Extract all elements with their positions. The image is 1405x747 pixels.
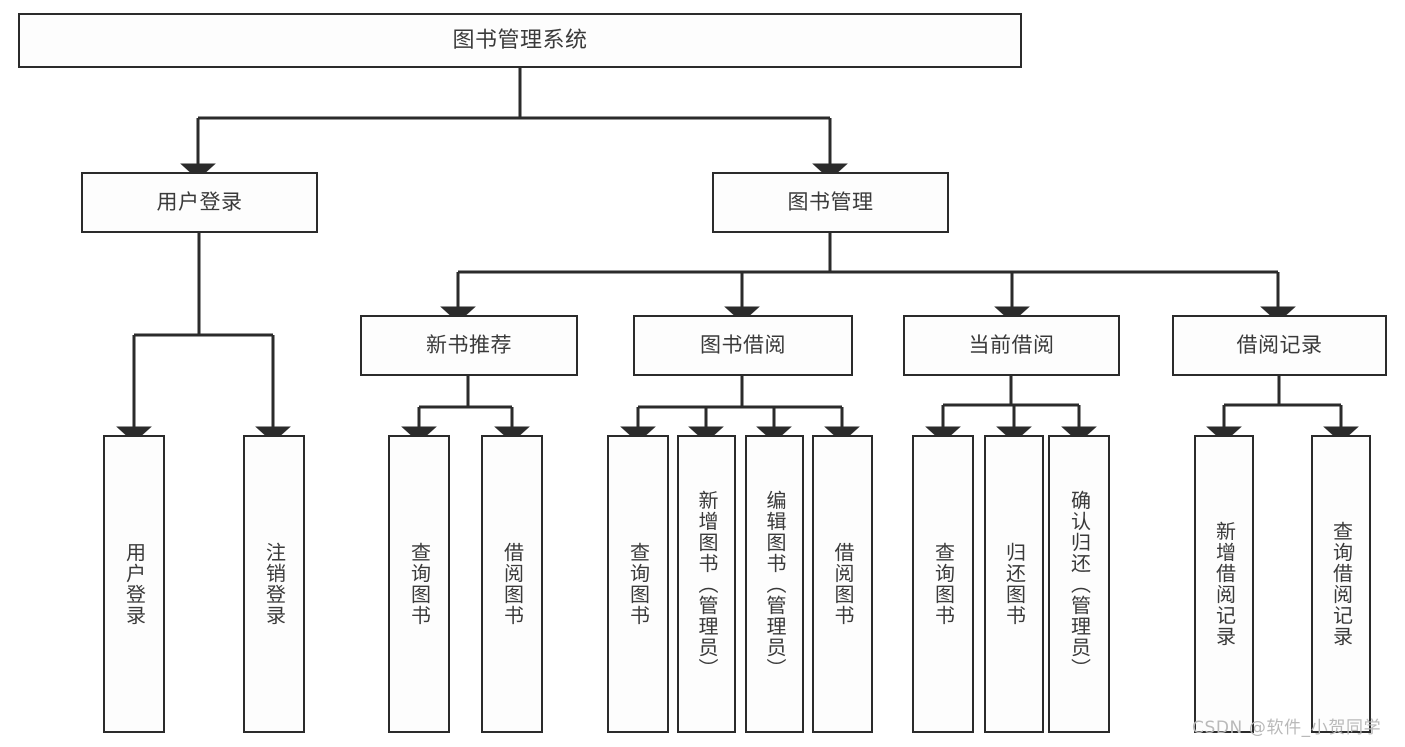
- node-book-management[interactable]: 图书管理: [712, 172, 949, 233]
- node-label: 查询图书: [407, 542, 432, 626]
- node-borrow-records[interactable]: 借阅记录: [1172, 315, 1387, 376]
- leaf-new-book-borrow[interactable]: 借阅图书: [481, 435, 543, 733]
- node-root-system[interactable]: 图书管理系统: [18, 13, 1022, 68]
- node-label: 查询借阅记录: [1329, 521, 1354, 647]
- node-label: 查询图书: [626, 542, 651, 626]
- leaf-records-add-record[interactable]: 新增借阅记录: [1194, 435, 1254, 733]
- node-book-borrowing[interactable]: 图书借阅: [633, 315, 853, 376]
- leaf-current-query-book[interactable]: 查询图书: [912, 435, 974, 733]
- leaf-new-book-query[interactable]: 查询图书: [388, 435, 450, 733]
- node-label: 编辑图书（管理员）: [763, 489, 787, 679]
- node-label: 归还图书: [1002, 542, 1027, 626]
- leaf-borrow-edit-book-admin[interactable]: 编辑图书（管理员）: [745, 435, 804, 733]
- node-label: 图书管理系统: [452, 27, 588, 53]
- node-label: 新增借阅记录: [1212, 521, 1237, 647]
- leaf-user-logout[interactable]: 注销登录: [243, 435, 305, 733]
- node-label: 当前借阅: [968, 333, 1055, 358]
- node-label: 借阅图书: [831, 542, 855, 626]
- leaf-user-login[interactable]: 用户登录: [103, 435, 165, 733]
- leaf-records-query-record[interactable]: 查询借阅记录: [1311, 435, 1371, 733]
- node-label: 确认归还（管理员）: [1067, 489, 1092, 679]
- node-label: 新增图书（管理员）: [695, 489, 719, 679]
- node-user-login[interactable]: 用户登录: [81, 172, 318, 233]
- node-label: 借阅图书: [500, 542, 525, 626]
- node-label: 注销登录: [262, 542, 287, 626]
- node-label: 图书管理: [787, 190, 874, 215]
- leaf-current-confirm-return-admin[interactable]: 确认归还（管理员）: [1048, 435, 1110, 733]
- node-label: 查询图书: [931, 542, 956, 626]
- leaf-borrow-add-book-admin[interactable]: 新增图书（管理员）: [677, 435, 736, 733]
- node-new-book-recommendation[interactable]: 新书推荐: [360, 315, 578, 376]
- node-label: 图书借阅: [700, 333, 786, 358]
- node-label: 借阅记录: [1236, 333, 1323, 358]
- leaf-current-return-book[interactable]: 归还图书: [984, 435, 1044, 733]
- leaf-borrow-lend-book[interactable]: 借阅图书: [812, 435, 873, 733]
- node-label: 用户登录: [156, 190, 243, 215]
- node-label: 新书推荐: [426, 333, 512, 358]
- node-label: 用户登录: [122, 542, 147, 626]
- leaf-borrow-query-book[interactable]: 查询图书: [607, 435, 669, 733]
- node-current-borrowing[interactable]: 当前借阅: [903, 315, 1120, 376]
